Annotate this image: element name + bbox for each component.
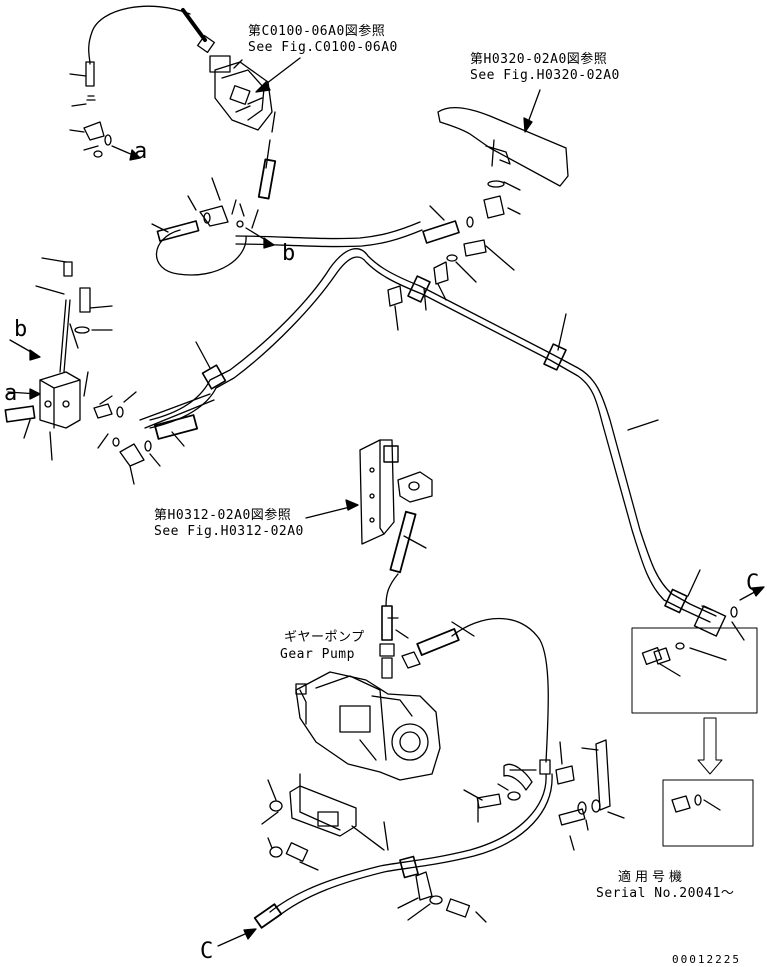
mounting-bracket-middle — [359, 439, 433, 545]
hydraulic-motor — [209, 55, 273, 131]
reference-arrow-c0100 — [255, 57, 301, 93]
marker-b-top: b — [282, 241, 296, 266]
flow-arrow-b-left — [9, 339, 41, 361]
lower-clamp-bolt — [397, 871, 487, 923]
tube-end-fitting — [693, 605, 738, 637]
marker-a-top: a — [134, 139, 148, 164]
hose-bracket-to-pump — [379, 510, 427, 679]
ref-label-h0320-jp: 第H0320-02A0図参照 — [470, 52, 608, 67]
ref-label-h0312-jp: 第H0312-02A0図参照 — [154, 508, 292, 523]
marker-a-left: a — [4, 381, 18, 406]
marker-c-bottom: C — [200, 939, 214, 964]
ref-label-h0320-en: See Fig.H0320-02A0 — [470, 68, 620, 83]
pump-label-jp: ギヤーポンプ — [284, 630, 365, 645]
gear-pump — [295, 671, 441, 781]
top-hose-assembly — [69, 5, 277, 276]
pump-pressure-hose — [253, 618, 553, 929]
flow-arrow-a-left — [7, 388, 41, 400]
flow-arrow-c-bottom — [217, 928, 257, 947]
marker-b-left: b — [14, 317, 28, 342]
reference-arrow-h0312 — [305, 499, 359, 519]
marker-c-right: C — [746, 571, 760, 596]
ref-label-c0100-en: See Fig.C0100-06A0 — [248, 40, 398, 55]
detail-box-upper — [631, 627, 758, 714]
lower-bracket-assembly — [261, 773, 389, 871]
frame-bracket-upper — [437, 106, 569, 191]
flow-arrow-a-top — [111, 145, 141, 161]
ref-label-h0312-en: See Fig.H0312-02A0 — [154, 524, 304, 539]
drawing-number: 00012225 — [672, 953, 741, 966]
serial-label-jp: 適用号機 — [618, 870, 687, 885]
ref-label-c0100-jp: 第C0100-06A0図参照 — [248, 24, 386, 39]
lower-right-clamp-bracket — [463, 739, 625, 851]
serial-label-en: Serial No.20041〜 — [596, 886, 735, 901]
pump-label-en: Gear Pump — [280, 647, 355, 662]
valve-block-left — [4, 257, 199, 485]
flow-arrow-c-right — [731, 586, 765, 641]
long-pressure-tube — [139, 221, 717, 623]
detail-arrow-down — [697, 717, 723, 775]
reference-arrow-h0320 — [523, 89, 541, 133]
detail-box-lower — [662, 779, 754, 847]
